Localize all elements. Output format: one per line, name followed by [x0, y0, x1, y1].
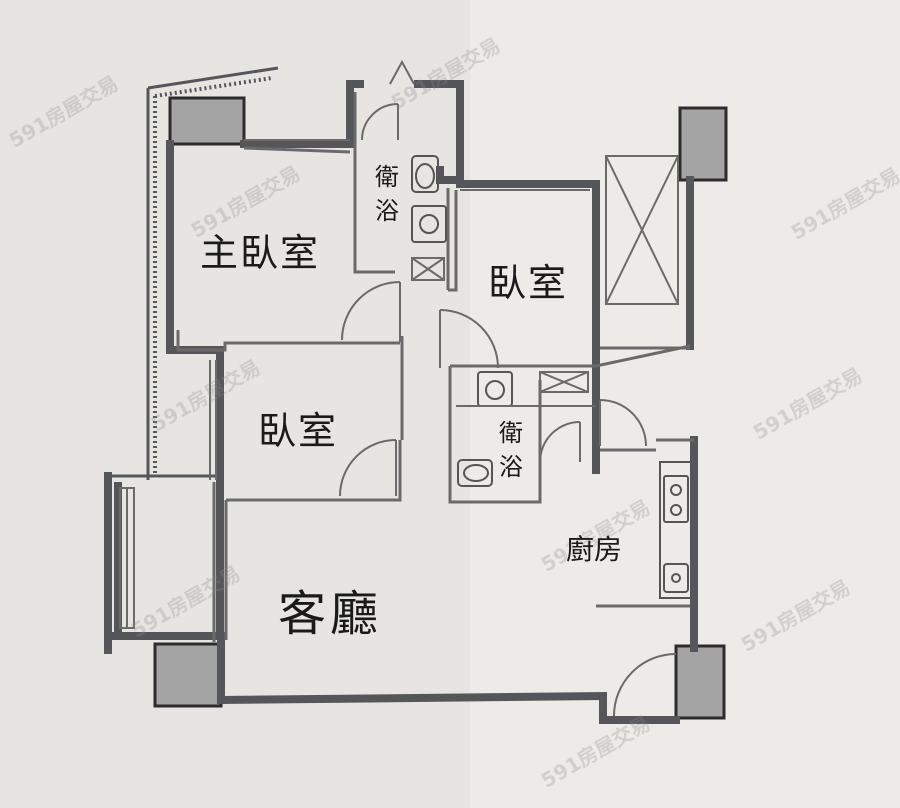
balcony-railing [108, 66, 279, 480]
room-label-bedroom-2: 臥室 [488, 261, 569, 305]
column-bottom-left [153, 642, 223, 708]
bathroom-2-char-2: 浴 [499, 453, 523, 481]
door-swings [339, 59, 677, 717]
bathroom-1-char-2: 浴 [375, 197, 399, 225]
window [119, 360, 217, 629]
room-label-bedroom-3: 臥室 [258, 409, 339, 453]
partitions [176, 92, 694, 642]
bathroom-fixtures [411, 155, 513, 487]
column-bottom-right [674, 644, 726, 720]
columns [153, 96, 728, 720]
bathroom-1-char-1: 衛 [375, 163, 399, 191]
top-window [244, 139, 590, 191]
room-label-bathroom-2: 衛 浴 [496, 416, 526, 484]
shower-boxes [411, 257, 589, 393]
column-top-right [678, 106, 728, 182]
kitchen-counter [659, 461, 693, 599]
room-label-master-bedroom: 主臥室 [200, 231, 321, 275]
column-top-left [168, 96, 246, 146]
bathroom-2-char-1: 衛 [499, 419, 523, 447]
room-label-living-room: 客廳 [278, 586, 383, 642]
room-label-kitchen: 廚房 [566, 533, 623, 566]
shaft [605, 155, 679, 305]
room-label-bathroom-1: 衛 浴 [372, 160, 402, 228]
